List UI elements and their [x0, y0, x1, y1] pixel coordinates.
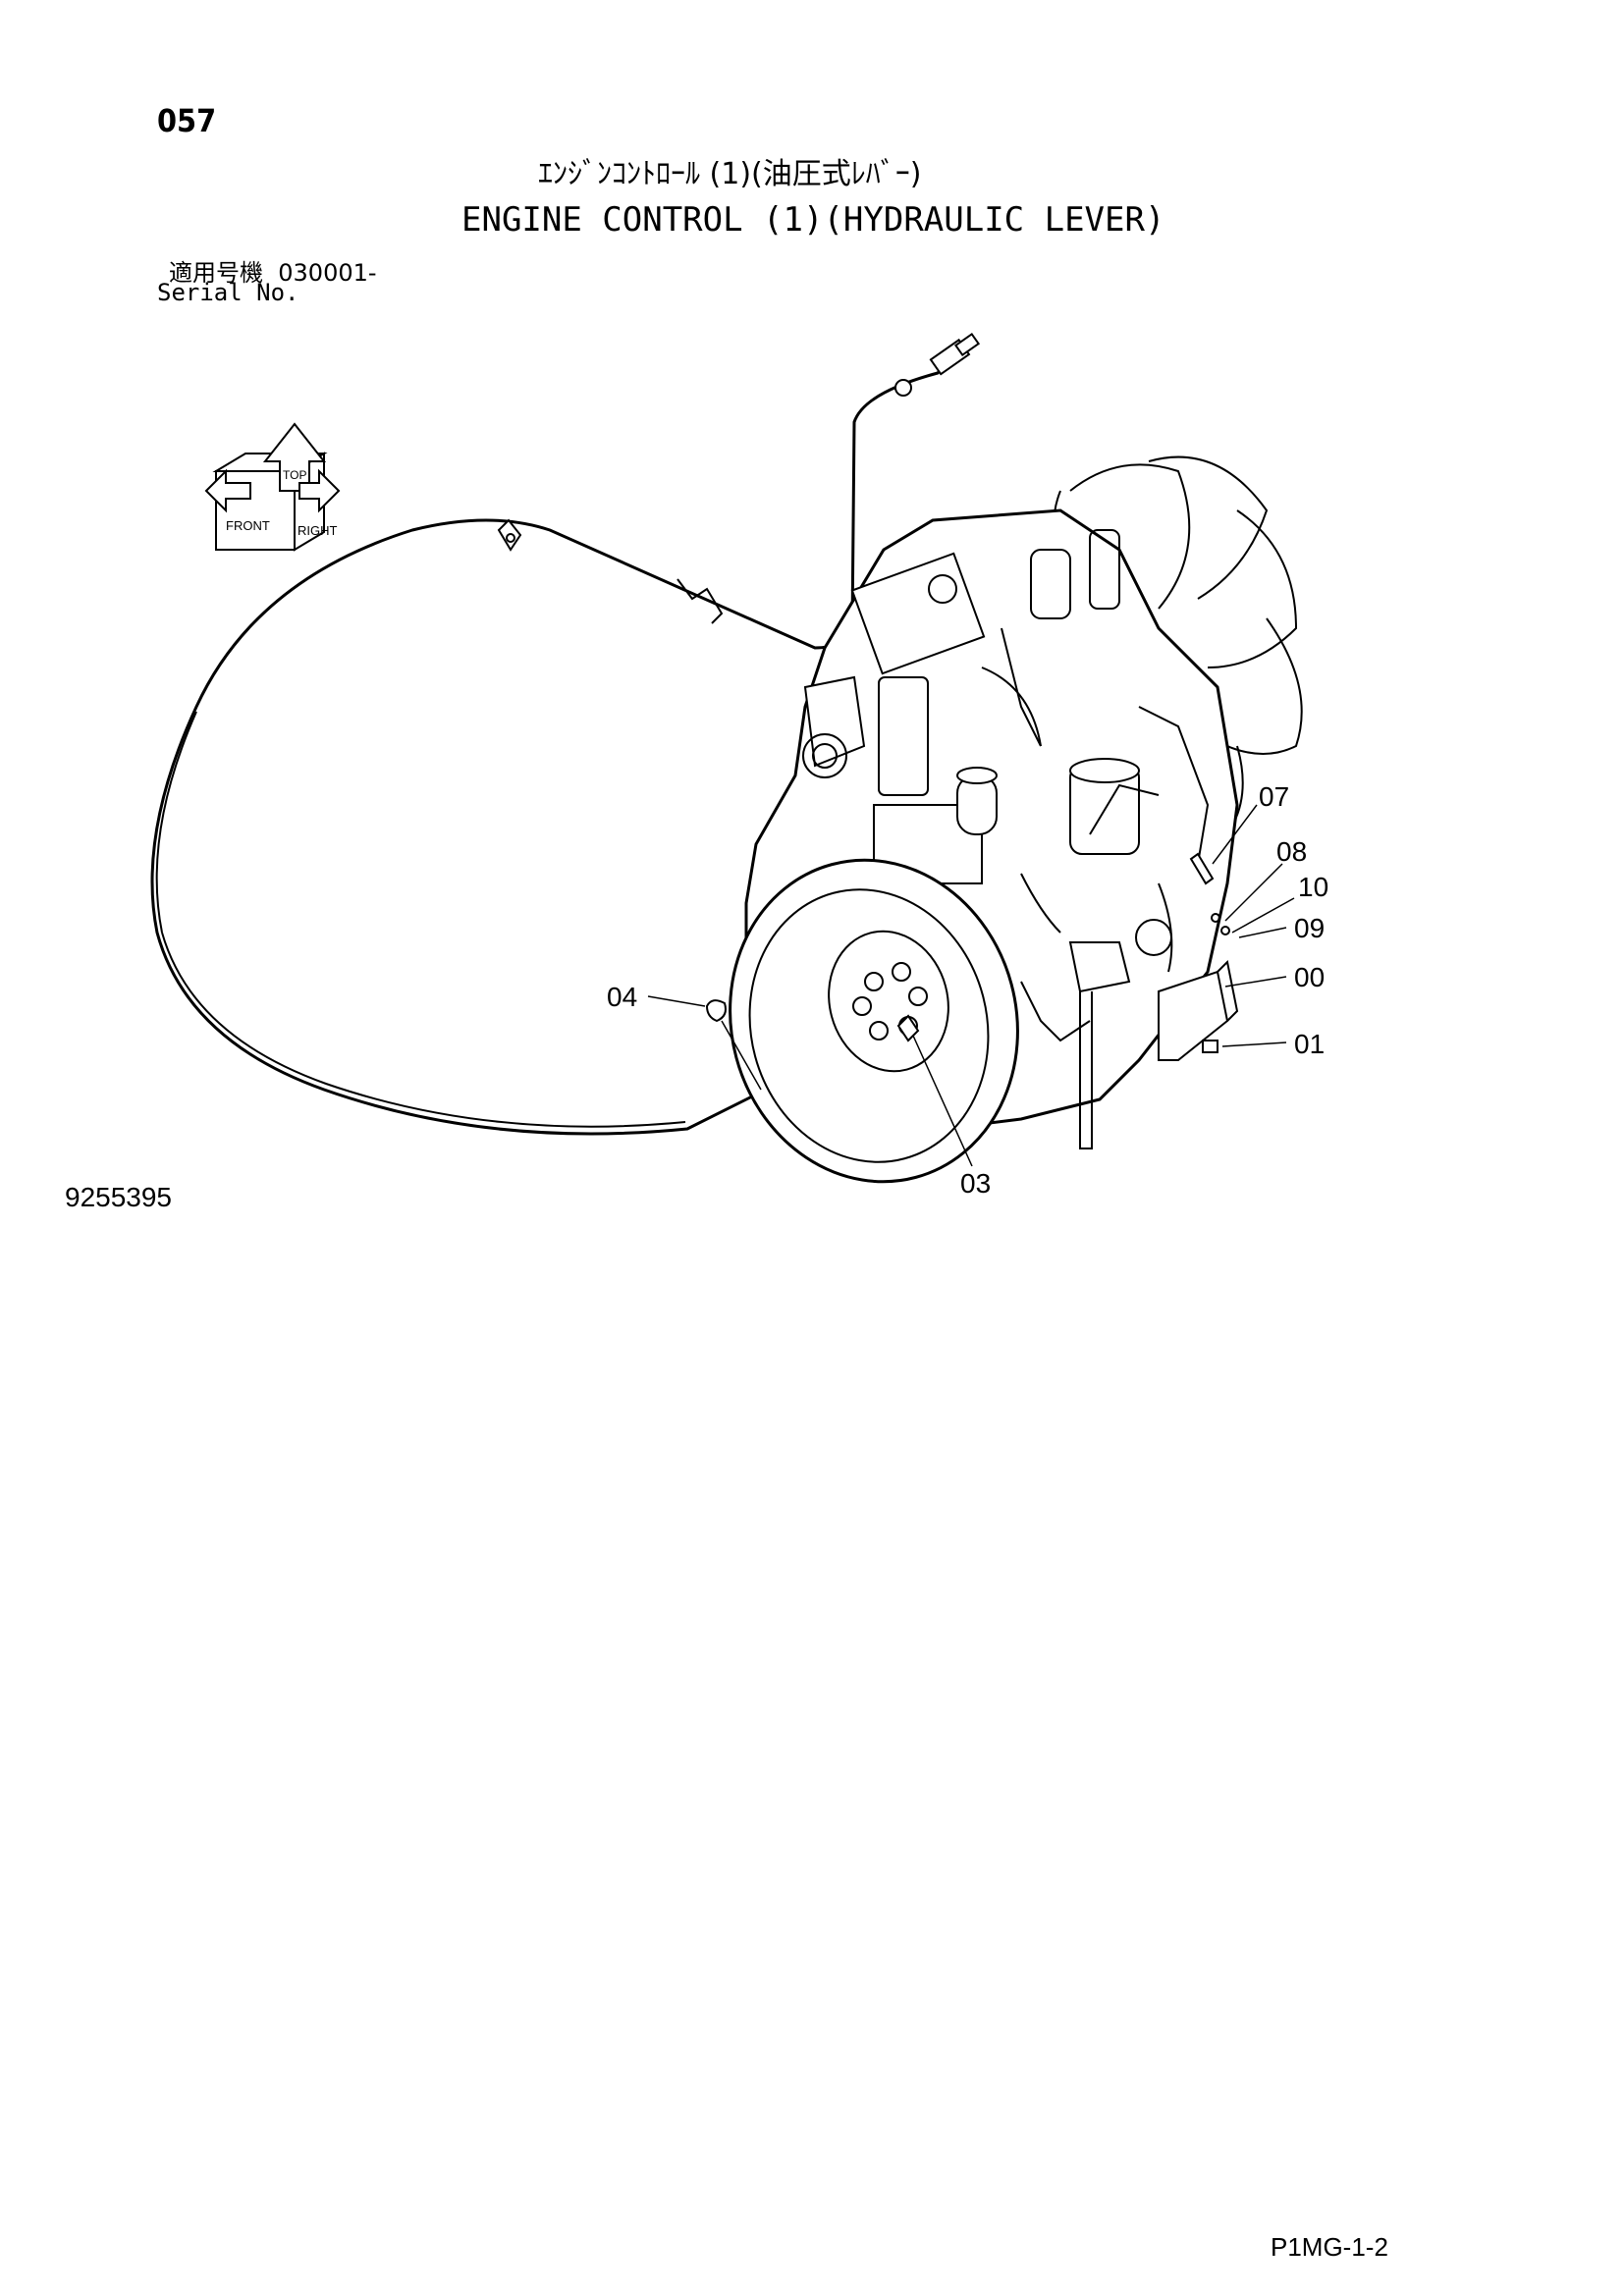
serial-value: 030001- — [278, 259, 377, 287]
serial-label-japanese: 適用号機 — [169, 259, 263, 287]
callout-08: 10 — [1298, 872, 1329, 902]
callout-10: 09 — [1294, 913, 1326, 943]
callout-00: 00 — [1294, 962, 1326, 992]
leader-lines — [647, 804, 1295, 1167]
cable-end-fitting — [894, 332, 981, 397]
page-number: 057 — [157, 102, 217, 139]
orientation-arrow-icon: FRONT RIGHT TOP — [204, 422, 341, 552]
cable-clamp — [497, 518, 724, 624]
callout-09: 08 — [1276, 836, 1308, 867]
title-japanese: ｴﾝｼﾞﾝｺﾝﾄﾛｰﾙ (1)(油圧式ﾚﾊﾞｰ) — [538, 157, 922, 191]
callout-03: 03 — [960, 1168, 992, 1199]
callout-07: 07 — [1259, 781, 1290, 812]
serial-row-japanese: 適用号機 030001- — [169, 253, 377, 288]
throttle-bracket — [1158, 959, 1239, 1061]
orientation-label-front: FRONT — [226, 518, 270, 533]
orientation-label-right: RIGHT — [298, 523, 338, 538]
flywheel — [729, 858, 1019, 1184]
control-cable — [150, 349, 1081, 1136]
orientation-label-top: TOP — [283, 468, 306, 482]
drawing-number: 9255395 — [65, 1182, 173, 1212]
callout-04: 04 — [607, 982, 638, 1012]
title-english: ENGINE CONTROL (1)(HYDRAULIC LEVER) — [461, 200, 1165, 240]
serial-label-english: Serial No. — [157, 279, 299, 306]
small-fasteners — [705, 852, 1230, 1053]
callout-01: 01 — [1294, 1029, 1326, 1059]
page-code: P1MG-1-2 — [1271, 2232, 1388, 2262]
